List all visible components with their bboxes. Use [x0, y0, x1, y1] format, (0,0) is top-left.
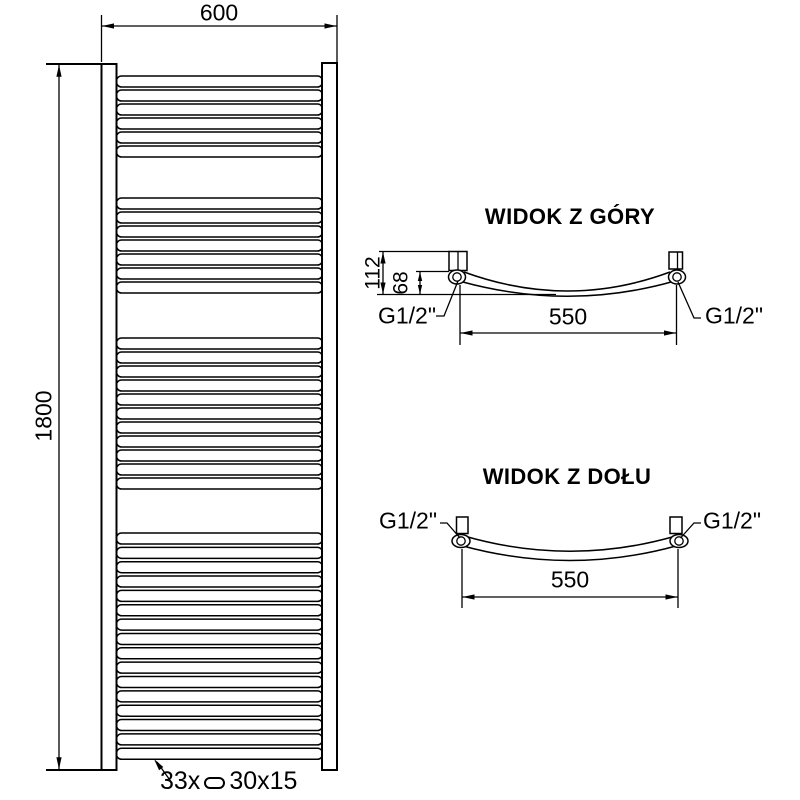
bottomview-right-connector [669, 533, 689, 549]
topview-left-connection-leader [436, 280, 459, 317]
radiator-rung [115, 421, 324, 434]
radiator-rung [115, 618, 324, 631]
radiator-rung [115, 589, 324, 603]
bottomview-right-connection-label: G1/2" [702, 507, 762, 534]
radiator-rung [115, 477, 324, 490]
radiator-rung [115, 661, 324, 674]
bottomview-left-valve-block [455, 516, 469, 535]
radiator-left-collector [100, 63, 118, 771]
radiator-rung [115, 463, 324, 476]
stadium-profile-icon [204, 776, 226, 789]
radiator-rung [115, 131, 324, 144]
radiator-rung [115, 532, 324, 545]
radiator-rung [115, 365, 324, 378]
radiator-rung [115, 267, 324, 280]
top-view-title: WIDOK Z GÓRY [484, 204, 656, 229]
topview-right-valve-block [668, 251, 684, 270]
bottomview-tube-arc-upper [465, 535, 675, 552]
tube-count-label: 33x [160, 767, 201, 795]
topview-right-connector [667, 269, 687, 285]
bottomview-right-valve-block [669, 516, 683, 535]
dim-arrow [665, 594, 678, 600]
radiator-rung [115, 89, 324, 102]
radiator-rungs [115, 75, 324, 760]
radiator-rung [115, 211, 324, 224]
radiator-rung [115, 117, 324, 130]
radiator-rung [115, 435, 324, 448]
radiator-rung [115, 239, 324, 252]
radiator-rung [115, 337, 324, 350]
bottomview-left-connection-leader [440, 522, 461, 539]
topview-right-connection-leader [677, 281, 701, 319]
radiator-rung [115, 647, 324, 660]
radiator-rung [115, 103, 324, 116]
bottomview-right-connector-bore [674, 536, 684, 546]
dim-arrow [462, 594, 475, 600]
radiator-rung [115, 197, 324, 210]
bottom-view-title: WIDOK Z DOŁU [482, 464, 652, 489]
dim-arrow [380, 282, 386, 294]
topview-spacing-dimension-label: 550 [548, 303, 588, 330]
bottomview-left-connector-bore [456, 536, 466, 546]
topview-left-connector-bore [452, 272, 462, 282]
dim-arrow [56, 757, 62, 770]
radiator-rung [115, 690, 324, 703]
dim-arrow [664, 330, 676, 336]
bottomview-tube-arc-lower [462, 545, 677, 562]
topview-tube-arc-lower [460, 280, 674, 297]
dim-arrow [460, 330, 473, 336]
depth-dimension-label: 112 [361, 256, 385, 290]
leader-arrow [154, 759, 164, 771]
topview-left-connection-label: G1/2" [377, 302, 437, 329]
radiator-rung [115, 733, 324, 746]
radiator-rung [115, 575, 324, 588]
radiator-rung [115, 75, 324, 88]
radiator-rung [115, 145, 324, 158]
dim-arrow [102, 23, 114, 29]
bottomview-left-connection-label: G1/2" [378, 507, 438, 534]
radiator-rung [115, 351, 324, 364]
height-dimension-label: 1800 [30, 390, 57, 442]
tube-profile-size-label: 30x15 [229, 767, 298, 795]
radiator-rung [115, 449, 324, 462]
radiator-right-collector [321, 62, 338, 771]
radiator-rung [115, 379, 324, 392]
radiator-rung [115, 407, 324, 420]
dim-arrow [380, 252, 386, 264]
radiator-rung [115, 604, 324, 617]
bottomview-right-connection-leader [680, 522, 701, 539]
dim-arrow [417, 272, 423, 281]
width-dimension-label: 600 [199, 0, 239, 26]
radiator-rung [115, 704, 324, 717]
bottomview-spacing-dimension-label: 550 [550, 566, 590, 593]
radiator-rung [115, 632, 324, 646]
dim-arrow [417, 285, 423, 294]
radiator-rung [115, 281, 324, 294]
bottomview-left-connector [451, 533, 471, 549]
radiator-rung [115, 718, 324, 732]
radiator-rung [115, 225, 324, 238]
topview-tube-arc-upper [463, 271, 671, 292]
dim-arrow [324, 23, 337, 29]
radiator-rung [115, 253, 324, 266]
radiator-rung [115, 675, 324, 689]
topview-right-connection-label: G1/2" [704, 302, 764, 329]
radiator-rung [115, 546, 324, 560]
radiator-rung [115, 393, 324, 406]
radiator-rung [115, 747, 324, 760]
radiator-rung [115, 560, 324, 574]
topview-right-connector-bore [672, 272, 682, 282]
axis-offset-dimension-label: 68 [389, 270, 413, 295]
tube-profile-label: 33x 30x15 [160, 769, 297, 794]
dim-arrow [56, 64, 62, 77]
